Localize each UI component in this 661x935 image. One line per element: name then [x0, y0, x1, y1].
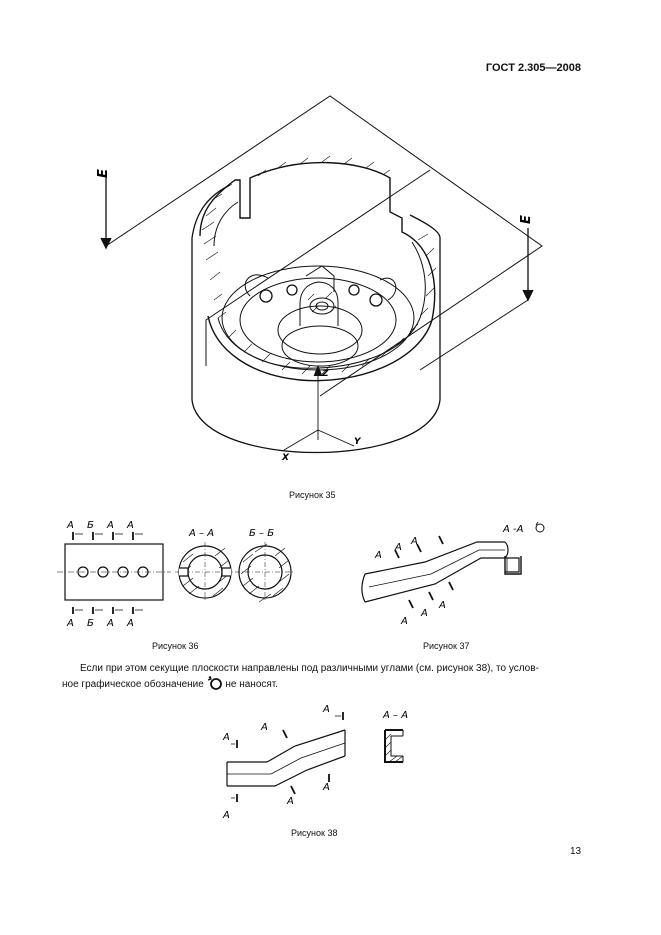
- paragraph-line-2-after: не наносят.: [225, 679, 279, 690]
- rotated-view-symbol-icon: [207, 676, 222, 690]
- paragraph-line-2-before: ное графическое обозначение: [62, 679, 204, 690]
- paragraph-line-1: Если при этом секущие плоскости направле…: [80, 663, 539, 674]
- fig38-top-label-1: А: [222, 732, 230, 743]
- fig36-bottom-label-2: Б: [87, 618, 94, 629]
- fig36-section-aa-title: А – А: [188, 528, 214, 539]
- fig38-top-label-2: А: [260, 722, 268, 733]
- fig38-bottom-label-3: А: [322, 782, 330, 793]
- fig38-top-label-3: А: [322, 704, 330, 715]
- paragraph-line-2: ное графическое обозначение не наносят.: [62, 676, 602, 692]
- figure-35-isometric-drawing: Е Е X Y Z: [96, 95, 543, 463]
- fig36-top-label-4: А: [126, 520, 134, 531]
- fig36-section-bb-title: Б – Б: [249, 528, 274, 539]
- figure-37-caption: Рисунок 37: [423, 641, 470, 651]
- figure-35-caption: Рисунок 35: [289, 490, 336, 500]
- figure-38-caption: Рисунок 38: [291, 828, 338, 838]
- fig37-bottom-label-1: А: [400, 616, 408, 627]
- fig37-bottom-label-3: А: [438, 600, 446, 611]
- page-number: 13: [570, 846, 582, 857]
- fig36-top-label-2: Б: [87, 520, 94, 531]
- fig36-bottom-label-4: А: [126, 618, 134, 629]
- plane-label-right: Е: [519, 215, 534, 224]
- rotated-symbol-icon: [535, 521, 545, 533]
- axis-y-label: Y: [354, 437, 362, 447]
- plane-label-left: Е: [96, 169, 111, 178]
- fig36-bottom-label-1: А: [66, 618, 74, 629]
- fig36-top-label-1: А: [66, 520, 74, 531]
- figure-37-drawing: А А А А А А А -А: [361, 521, 545, 627]
- axis-x-label: X: [281, 453, 290, 463]
- fig37-bottom-label-2: А: [420, 608, 428, 619]
- figure-38-drawing: А А А А А А А – А: [222, 704, 408, 821]
- fig38-bottom-label-1: А: [222, 810, 230, 821]
- standard-header: ГОСТ 2.305—2008: [485, 62, 581, 74]
- fig37-section-title: А -А: [502, 524, 524, 535]
- figure-36-caption: Рисунок 36: [152, 641, 199, 651]
- fig37-top-label-3: А: [410, 536, 418, 547]
- figure-36-drawing: А Б А А А Б А А А – А Б – Б: [57, 520, 295, 629]
- fig37-top-label-1: А: [374, 550, 382, 561]
- axis-z-label: Z: [321, 369, 329, 379]
- body-paragraph: Если при этом секущие плоскости направле…: [62, 661, 602, 692]
- fig36-bottom-label-3: А: [106, 618, 114, 629]
- fig38-section-title: А – А: [382, 710, 408, 721]
- fig38-bottom-label-2: А: [286, 796, 294, 807]
- fig36-top-label-3: А: [106, 520, 114, 531]
- fig37-top-label-2: А: [394, 542, 402, 553]
